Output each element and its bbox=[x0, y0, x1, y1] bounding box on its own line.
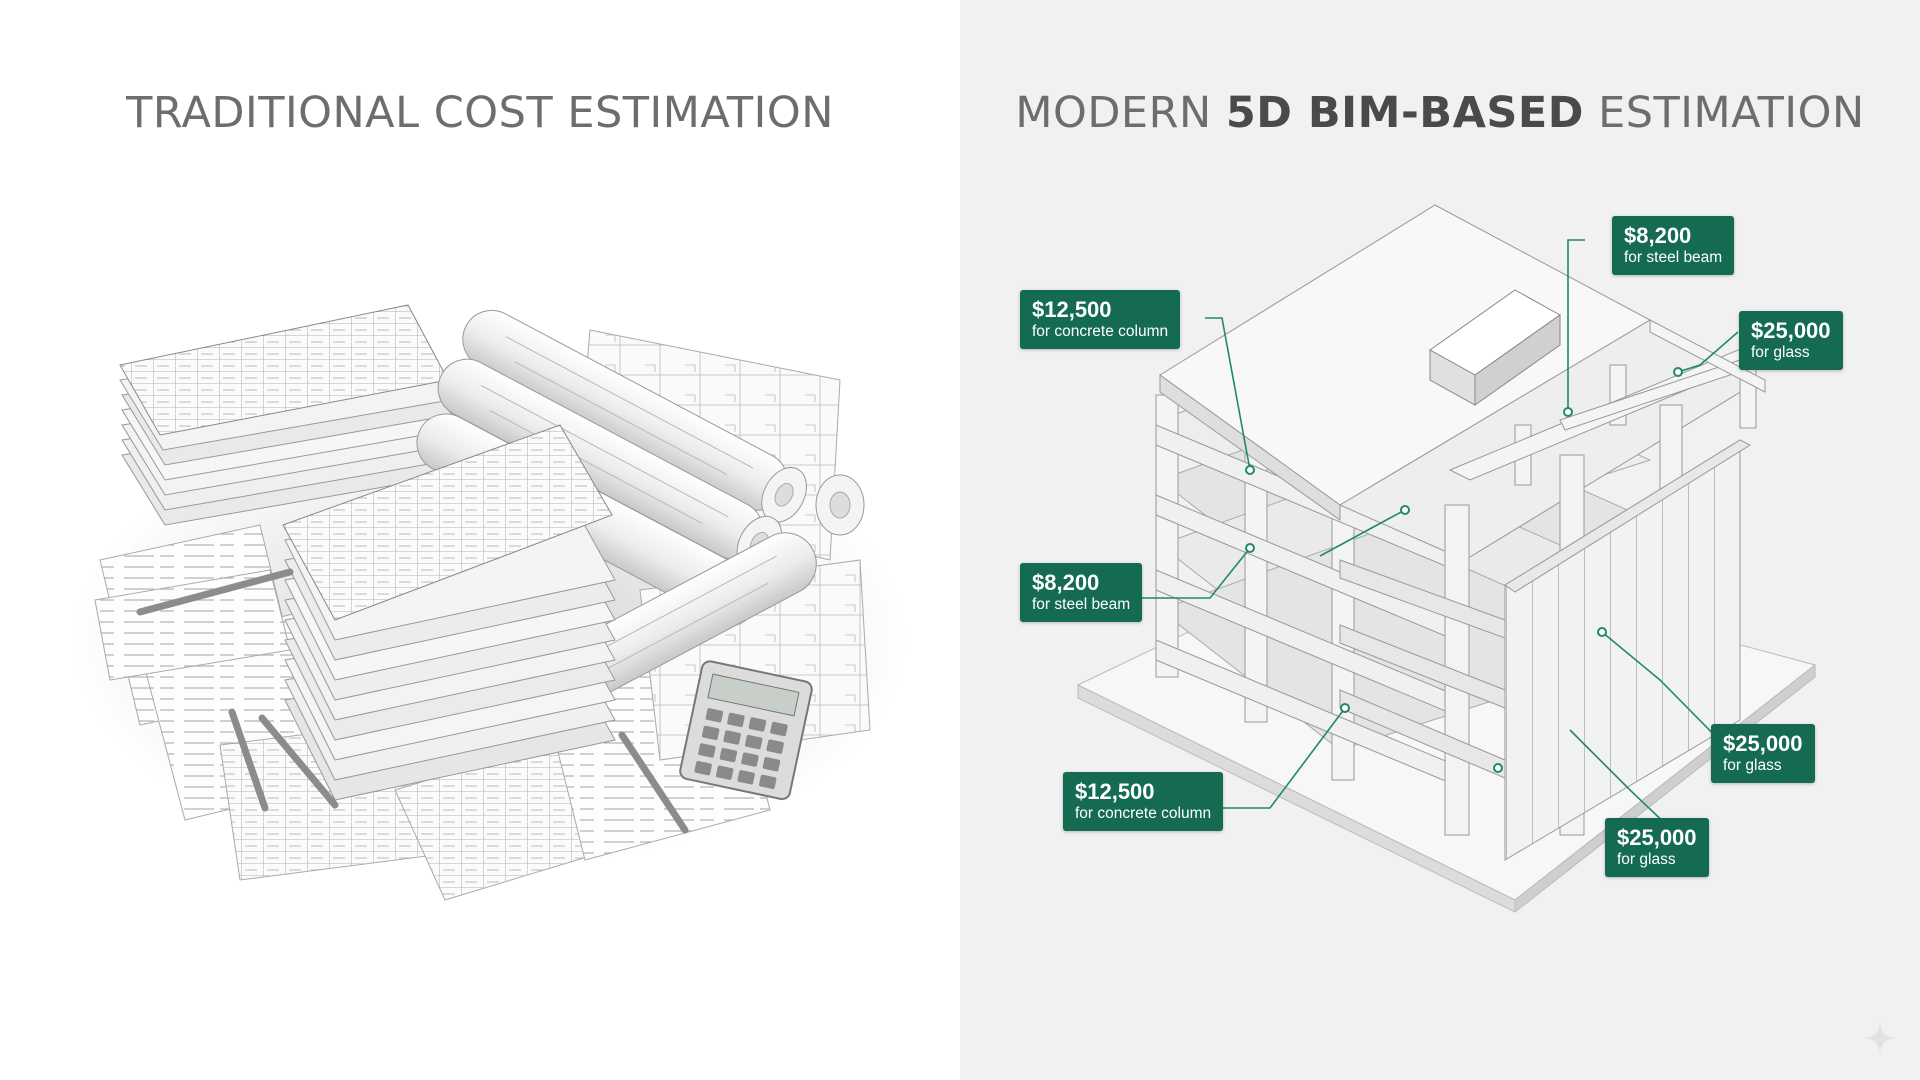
cost-amount: $25,000 bbox=[1751, 318, 1831, 343]
traditional-panel: TRADITIONAL COST ESTIMATION bbox=[70, 88, 910, 901]
cost-description: for glass bbox=[1751, 344, 1810, 361]
bim-panel: MODERN 5D BIM-BASED ESTIMATION bbox=[960, 0, 1920, 1080]
calculator-icon bbox=[679, 660, 813, 801]
cost-amount: $25,000 bbox=[1723, 731, 1803, 756]
traditional-title: TRADITIONAL COST ESTIMATION bbox=[126, 88, 834, 138]
cost-description: for glass bbox=[1723, 757, 1782, 774]
cost-amount: $8,200 bbox=[1032, 570, 1100, 595]
roof-slab bbox=[1159, 204, 1652, 521]
cost-description: for steel beam bbox=[1624, 249, 1723, 266]
cost-tag-concrete-column-upper: $12,500 for concrete column bbox=[1020, 290, 1181, 349]
bim-title-highlight: 5D BIM-BASED bbox=[1225, 88, 1584, 138]
left-beams bbox=[1155, 424, 1468, 791]
cost-description: for concrete column bbox=[1075, 805, 1212, 822]
rooftop-unit bbox=[1429, 289, 1561, 406]
cost-tag-concrete-column-lower: $12,500 for concrete column bbox=[1063, 772, 1224, 831]
back-paper-stack bbox=[119, 304, 453, 526]
cost-amount: $12,500 bbox=[1032, 297, 1112, 322]
cost-tag-steel-beam-top: $8,200 for steel beam bbox=[1612, 216, 1735, 275]
bim-title-prefix: MODERN bbox=[1015, 88, 1226, 138]
front-paper-stack bbox=[282, 424, 616, 801]
pencils bbox=[136, 568, 689, 834]
cost-tag-glass-upper: $25,000 for glass bbox=[1739, 311, 1843, 370]
cost-tag-glass-lower: $25,000 for glass bbox=[1605, 818, 1709, 877]
cost-tag-glass-middle: $25,000 for glass bbox=[1711, 724, 1815, 783]
cost-amount: $8,200 bbox=[1624, 223, 1692, 248]
cost-amount: $25,000 bbox=[1617, 825, 1697, 850]
leader-dots bbox=[1245, 367, 1683, 773]
bim-title-suffix: ESTIMATION bbox=[1583, 88, 1865, 138]
cost-tag-steel-beam-left: $8,200 for steel beam bbox=[1020, 563, 1143, 622]
cost-description: for steel beam bbox=[1032, 596, 1131, 613]
cost-amount: $12,500 bbox=[1075, 779, 1155, 804]
sparkle-icon bbox=[1864, 1022, 1896, 1054]
leader-lines bbox=[1134, 239, 1739, 831]
bim-title: MODERN 5D BIM-BASED ESTIMATION bbox=[960, 88, 1920, 138]
cost-description: for glass bbox=[1617, 851, 1676, 868]
front-floor-edges bbox=[1339, 559, 1506, 779]
building-model-illustration bbox=[1076, 204, 1817, 914]
cost-description: for concrete column bbox=[1032, 323, 1169, 340]
paperwork-illustration bbox=[70, 304, 910, 901]
open-frame bbox=[1338, 319, 1776, 561]
